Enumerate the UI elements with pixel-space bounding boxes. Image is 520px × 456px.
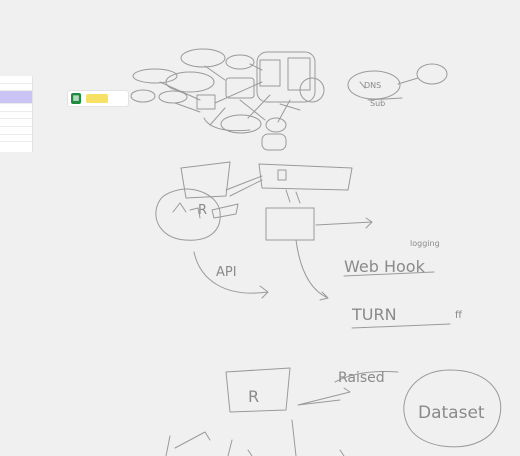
sheet-row	[0, 119, 32, 127]
sheet-row	[0, 84, 32, 92]
sheet-row-selected	[0, 91, 32, 105]
turn-label: TURN	[351, 305, 397, 324]
raised-label: Raised	[338, 370, 385, 386]
api-top-label: R	[198, 203, 207, 218]
file-name-highlight	[86, 94, 108, 103]
mf-node-sketch	[155, 161, 263, 241]
receipt-node-sketch	[258, 163, 353, 204]
dns-label: DNS	[364, 81, 381, 90]
sheet-row	[0, 112, 32, 120]
sheet-row	[0, 127, 32, 135]
sheet-row	[0, 104, 32, 112]
debug-label: logging	[410, 239, 440, 248]
dns-sub-label: Sub	[370, 99, 385, 108]
api-arrow-sketch	[193, 251, 269, 299]
api-label: API	[216, 265, 237, 280]
vord-node-sketch	[265, 207, 373, 301]
sketch-text-layer: DNS Sub R API Web Hook TURN ff logging D…	[198, 81, 485, 423]
spreadsheet-preview[interactable]	[0, 76, 33, 152]
sheet-row	[0, 135, 32, 143]
bottom-diagram-sketch	[165, 367, 502, 456]
webhook-label: Web Hook	[344, 257, 426, 276]
dns-bubble-sketch	[347, 63, 448, 101]
dataset-label: Dataset	[418, 403, 485, 423]
ff-label: ff	[455, 310, 463, 321]
r-label: R	[248, 387, 259, 406]
sheet-row	[0, 76, 32, 84]
file-attachment-chip[interactable]: ▦	[67, 90, 129, 107]
spreadsheet-icon: ▦	[71, 93, 81, 104]
webhook-sketch	[343, 271, 451, 329]
top-cluster-sketch	[130, 48, 325, 151]
